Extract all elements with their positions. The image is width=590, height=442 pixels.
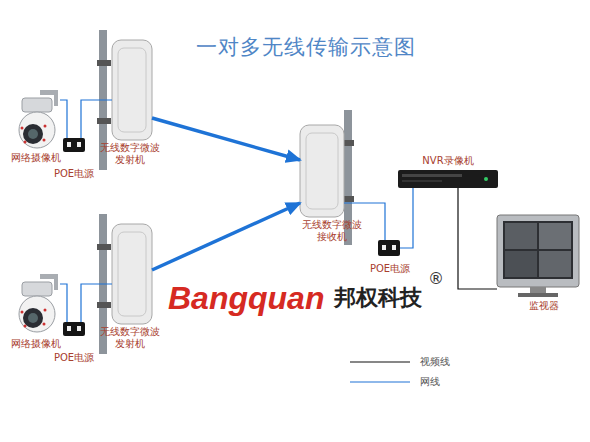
device-caption: 网络摄像机 <box>0 152 76 164</box>
poe-illustration <box>63 322 85 336</box>
registered-mark: ® <box>428 270 444 288</box>
transmitter-node: 无线数字微波 发射机 <box>112 224 152 324</box>
connector <box>458 188 497 289</box>
device-caption: POE电源 <box>39 168 109 180</box>
connector <box>152 118 300 160</box>
camera-illustration <box>19 274 58 332</box>
device-caption: POE电源 <box>39 352 109 364</box>
device-caption: NVR录像机 <box>403 155 493 167</box>
legend-samples <box>350 362 410 382</box>
poe-node: POE电源 <box>63 322 85 336</box>
device-caption: 无线数字微波 发射机 <box>98 326 162 350</box>
camera-illustration <box>19 90 58 148</box>
brand-name: 邦权科技 <box>334 285 422 311</box>
monitor-illustration <box>497 215 579 297</box>
connector <box>60 284 67 322</box>
nvr-illustration <box>398 170 498 188</box>
device-caption: 无线数字微波 接收机 <box>300 219 364 243</box>
monitor-node: 监视器 <box>497 215 579 297</box>
legend-text: 视频线 <box>420 356 450 368</box>
camera-node: 网络摄像机 <box>12 272 60 334</box>
device-caption: POE电源 <box>355 263 425 275</box>
poe-node: POE电源 <box>378 240 400 256</box>
connector <box>81 100 112 138</box>
brand-logo: Bangquan <box>168 280 324 316</box>
poe-illustration <box>63 138 85 152</box>
receiver-node: 无线数字微波 接收机 <box>300 125 344 217</box>
device-caption: 网络摄像机 <box>0 338 76 350</box>
poe-node: POE电源 <box>63 138 85 152</box>
connector <box>60 100 67 138</box>
connector <box>81 284 112 322</box>
connector <box>152 203 300 270</box>
device-caption: 监视器 <box>514 300 574 312</box>
device-caption: 无线数字微波 发射机 <box>98 142 162 166</box>
legend-text: 网线 <box>420 376 440 388</box>
nvr-node: NVR录像机 <box>398 170 498 188</box>
diagram-title: 一对多无线传输示意图 <box>196 34 416 60</box>
poe-illustration <box>378 240 400 256</box>
transmitter-node: 无线数字微波 发射机 <box>112 40 152 140</box>
connector <box>400 188 413 248</box>
camera-node: 网络摄像机 <box>12 88 60 150</box>
